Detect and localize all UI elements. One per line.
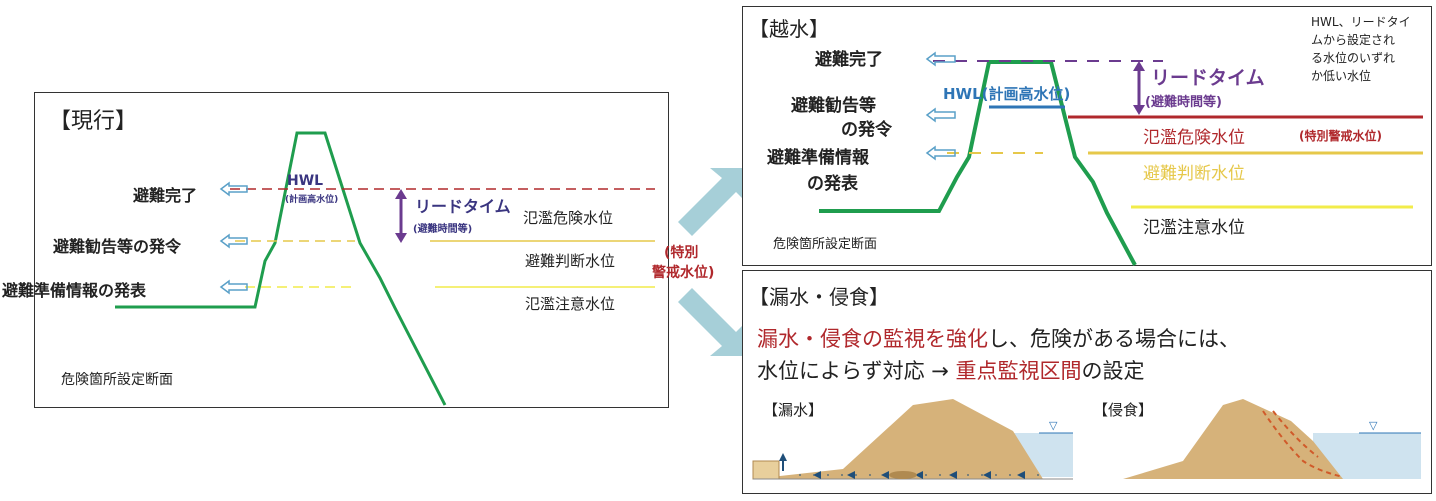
overflow-caption: 危険箇所設定断面 — [773, 237, 878, 252]
overflow-note-line-3: る水位のいずれ — [1311, 51, 1396, 65]
overflow-evac-prep-label-1: 避難準備情報 — [767, 148, 869, 168]
overflow-note-line-4: か低い水位 — [1311, 69, 1372, 83]
leak-sub-title: 【漏水】 — [763, 401, 824, 419]
overflow-special-warning-label: (特別警戒水位) — [1299, 129, 1382, 143]
erosion-scour-line — [1262, 410, 1344, 478]
overflow-hwl-label: HWL(計画高水位) — [943, 85, 1071, 103]
overflow-cross-section — [819, 51, 1423, 266]
overflow-panel: 【越水】 HWL、リードタイ ムから設定され る水位のいずれ か低い水位 避難完… — [742, 6, 1432, 266]
danger-level-label: 氾濫危険水位 — [523, 209, 614, 227]
overflow-lead-time-sub-label: (避難時間等) — [1145, 95, 1222, 110]
leak-line-2-emphasis: 重点監視区間 — [955, 359, 1082, 383]
erosion-levee-soil — [1123, 399, 1343, 479]
leak-line-2: 水位によらず対応 → 重点監視区間の設定 — [757, 355, 1145, 385]
arrow-to-leak — [678, 288, 748, 356]
overflow-lead-time-label: リードタイム — [1151, 67, 1265, 89]
evac-prep-label: 避難準備情報の発表 — [2, 281, 147, 300]
current-cross-section — [115, 131, 655, 406]
leak-water-symbol: ▽ — [1049, 419, 1058, 432]
leak-line-1: 漏水・侵食の監視を強化し、危険がある場合には、 — [757, 323, 1240, 353]
overflow-evac-advisory-label-1: 避難勧告等 — [791, 96, 876, 116]
leak-erosion-panel: 【漏水・侵食】 漏水・侵食の監視を強化し、危険がある場合には、 水位によらず対応… — [742, 270, 1432, 494]
connector-arrows — [678, 168, 748, 356]
hollow-arrow-icon — [925, 51, 956, 161]
erosion-sub-title: 【侵食】 — [1093, 401, 1154, 419]
leak-line-1-rest: し、危険がある場合には、 — [988, 327, 1240, 351]
levee-outline — [115, 131, 447, 406]
overflow-caution-label: 氾濫注意水位 — [1143, 218, 1245, 238]
overflow-judge-label: 避難判断水位 — [1143, 164, 1245, 184]
overflow-title: 【越水】 — [749, 17, 829, 41]
evac-complete-label: 避難完了 — [133, 186, 198, 205]
current-caption: 危険箇所設定断面 — [61, 372, 173, 388]
hwl-label: HWL — [287, 173, 324, 189]
overflow-levee-outline — [819, 60, 1137, 266]
overflow-note-line-2: ムから設定され — [1311, 33, 1396, 47]
evac-advisory-label: 避難勧告等の発令 — [53, 237, 182, 256]
overflow-note-line-1: HWL、リードタイ — [1311, 15, 1411, 29]
current-title: 【現行】 — [49, 109, 138, 134]
overflow-danger-label: 氾濫危険水位 — [1143, 128, 1245, 148]
leak-line-1-emphasis: 漏水・侵食の監視を強化 — [757, 327, 988, 351]
leak-title: 【漏水・侵食】 — [749, 285, 889, 309]
hwl-sub-label: (計画高水位) — [285, 195, 339, 205]
hollow-arrow-icon — [219, 181, 248, 295]
leak-line-2-end: の設定 — [1081, 359, 1145, 383]
leak-line-2-start: 水位によらず対応 → — [757, 359, 956, 383]
special-warning-label-2: 警戒水位) — [652, 265, 715, 281]
overflow-evac-advisory-label-2: の発令 — [841, 120, 892, 140]
leak-levee-soil — [753, 399, 1043, 479]
seepage-arrow-icon — [779, 453, 1043, 479]
current-panel: 【現行】 HWL (計画高水位) リードタイム (避難時間等) 氾濫危険水位 避… — [34, 92, 669, 408]
lead-time-sub-label: (避難時間等) — [413, 224, 473, 235]
arrow-to-overflow — [678, 168, 748, 236]
leak-erosion-illustrations: ▽ ▽ — [752, 399, 1421, 480]
judge-level-label: 避難判断水位 — [525, 252, 616, 270]
lead-time-label: リードタイム — [415, 197, 511, 216]
caution-level-label: 氾濫注意水位 — [525, 295, 616, 313]
overflow-evac-prep-label-2: の発表 — [807, 174, 858, 194]
erosion-water-symbol: ▽ — [1369, 419, 1378, 432]
special-warning-label-1: (特別 — [664, 245, 699, 261]
overflow-evac-complete-label: 避難完了 — [815, 50, 883, 70]
